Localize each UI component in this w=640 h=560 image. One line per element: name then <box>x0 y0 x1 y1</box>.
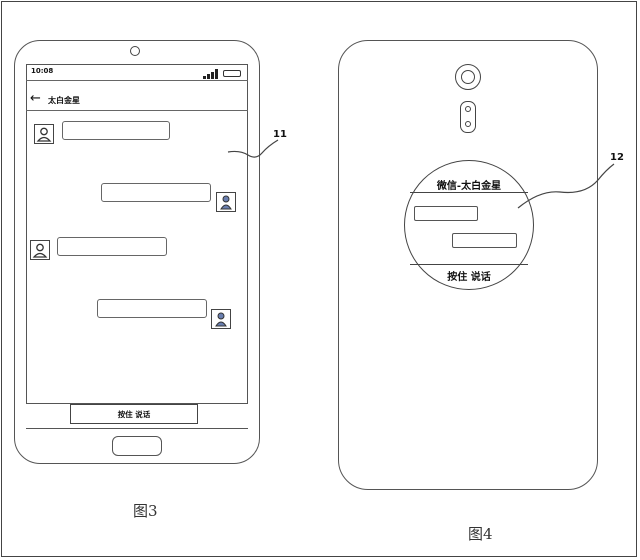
hold-to-talk-button[interactable]: 按住 说话 <box>70 404 198 424</box>
rear-display-header: 微信-太白金星 <box>436 181 502 192</box>
figure-4-label: 图4 <box>468 525 493 543</box>
rear-display-header-divider <box>410 192 528 193</box>
bottom-bar-divider <box>26 403 248 404</box>
self-avatar-icon[interactable] <box>211 309 231 329</box>
self-avatar-icon[interactable] <box>216 192 236 212</box>
rear-incoming-message-bubble[interactable] <box>414 206 478 221</box>
status-time: 10:08 <box>31 67 54 75</box>
battery-icon <box>223 70 241 77</box>
bottom-bar-divider <box>26 428 248 429</box>
front-camera-icon <box>130 46 140 56</box>
rear-camera-lens-icon <box>461 70 475 84</box>
leader-line-12 <box>517 163 615 209</box>
outgoing-message-bubble[interactable] <box>97 299 207 318</box>
status-bar-divider <box>26 80 248 81</box>
leader-line-11 <box>227 139 279 158</box>
rear-camera-icon <box>455 64 481 90</box>
rear-outgoing-message-bubble[interactable] <box>452 233 517 248</box>
incoming-message-bubble[interactable] <box>57 237 167 256</box>
front-phone-outline <box>14 40 260 464</box>
back-phone-outline <box>338 40 598 490</box>
reference-number-12: 12 <box>610 152 624 163</box>
home-button[interactable] <box>112 436 162 456</box>
reference-number-11: 11 <box>273 129 287 140</box>
flash-module-icon <box>460 101 476 133</box>
contact-avatar-icon[interactable] <box>34 124 54 144</box>
incoming-message-bubble[interactable] <box>62 121 170 140</box>
rear-round-display <box>404 160 534 290</box>
chat-title: 太白金星 <box>48 96 80 105</box>
contact-avatar-icon[interactable] <box>30 240 50 260</box>
title-bar-divider <box>26 110 248 111</box>
figure-3-label: 图3 <box>133 502 158 520</box>
rear-hold-to-talk-label[interactable]: 按住 说话 <box>447 272 491 283</box>
rear-display-footer-divider <box>410 264 528 265</box>
outgoing-message-bubble[interactable] <box>101 183 211 202</box>
arrow-left-icon[interactable]: ← <box>30 91 41 106</box>
signal-icon <box>203 69 219 79</box>
